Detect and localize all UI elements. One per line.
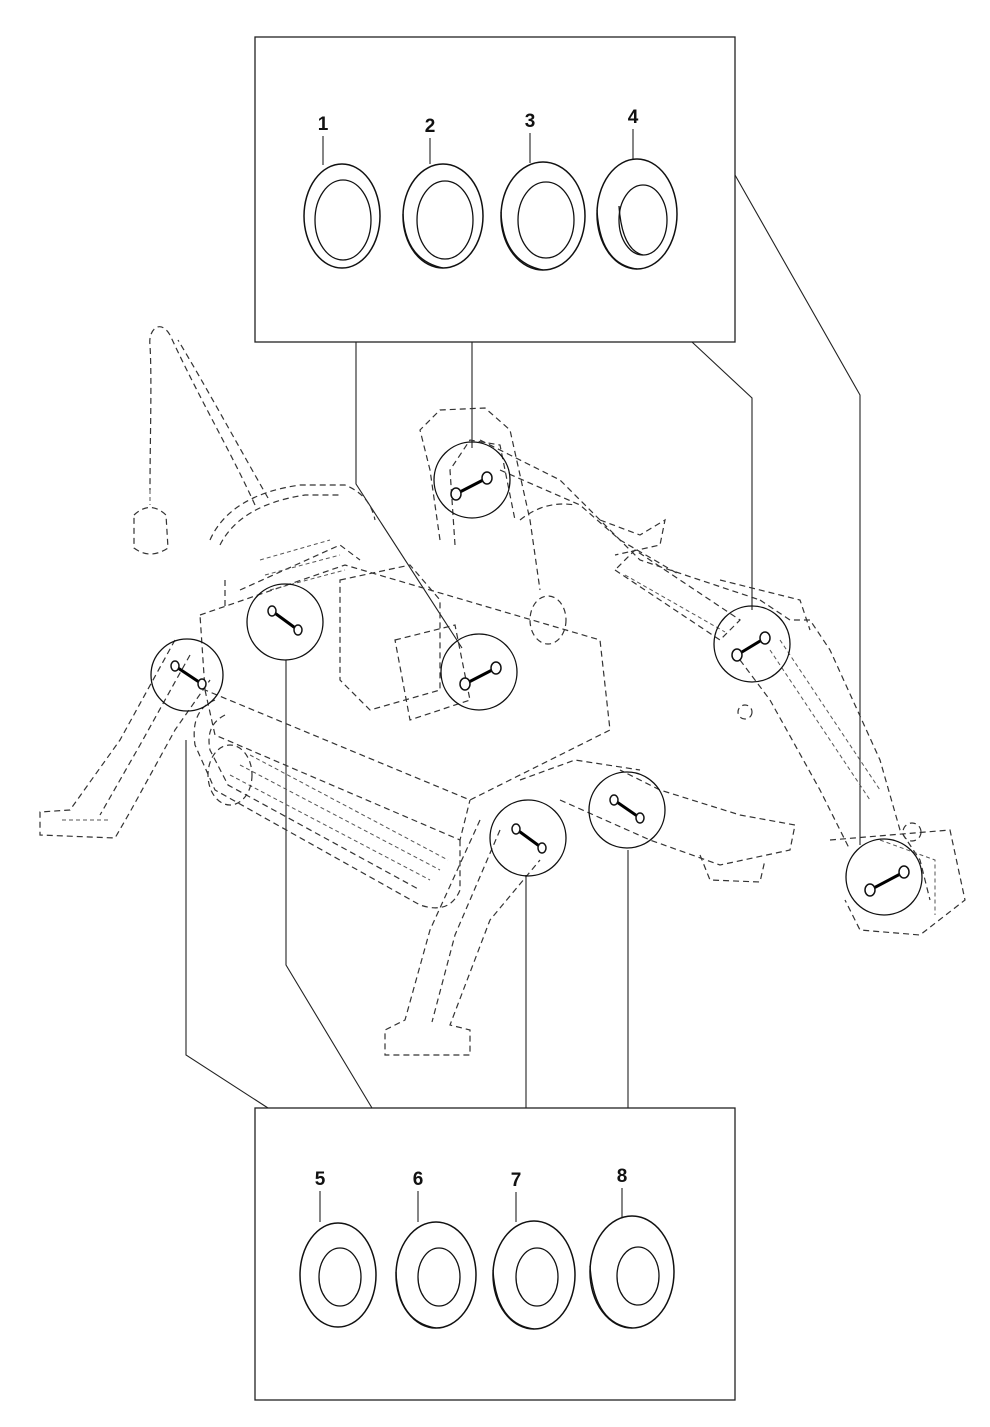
part-6-washer-icon: 6 <box>395 1169 477 1329</box>
part-3-washer-icon: 3 <box>500 111 586 271</box>
callout-8: 8 <box>617 1166 628 1187</box>
callout-2: 2 <box>425 116 436 137</box>
part-4-washer-icon: 4 <box>596 107 678 270</box>
part-1-washer-icon: 1 <box>303 114 381 269</box>
part-5-washer-icon: 5 <box>299 1169 377 1328</box>
detail-circle-tool-joint <box>845 838 923 916</box>
callout-6: 6 <box>413 1169 424 1190</box>
detail-circle-left-front-outrigger <box>150 638 224 712</box>
leader-lines <box>185 174 861 1109</box>
detail-circle-left-body <box>246 583 324 661</box>
callout-1: 1 <box>318 114 329 135</box>
part-7-washer-icon: 7 <box>492 1170 576 1330</box>
part-8-washer-icon: 8 <box>589 1166 675 1329</box>
top-parts-box: 1 2 3 4 <box>254 36 736 343</box>
detail-circle-mast-base <box>440 633 518 711</box>
callout-4: 4 <box>628 107 639 128</box>
callout-7: 7 <box>511 1170 522 1191</box>
callout-5: 5 <box>315 1169 326 1190</box>
part-2-washer-icon: 2 <box>402 116 484 269</box>
detail-circles <box>150 441 923 916</box>
detail-circle-mast-top <box>433 441 511 519</box>
detail-circle-rear-outrigger <box>489 799 567 877</box>
bottom-box-frame <box>254 1107 736 1401</box>
detail-circle-arm-joint <box>713 605 791 683</box>
bottom-parts-box: 5 6 7 8 <box>254 1107 736 1401</box>
detail-circle-right-outrigger <box>588 771 666 849</box>
top-box-frame <box>254 36 736 343</box>
demolition-robot-icon <box>39 326 966 1056</box>
callout-3: 3 <box>525 111 536 132</box>
